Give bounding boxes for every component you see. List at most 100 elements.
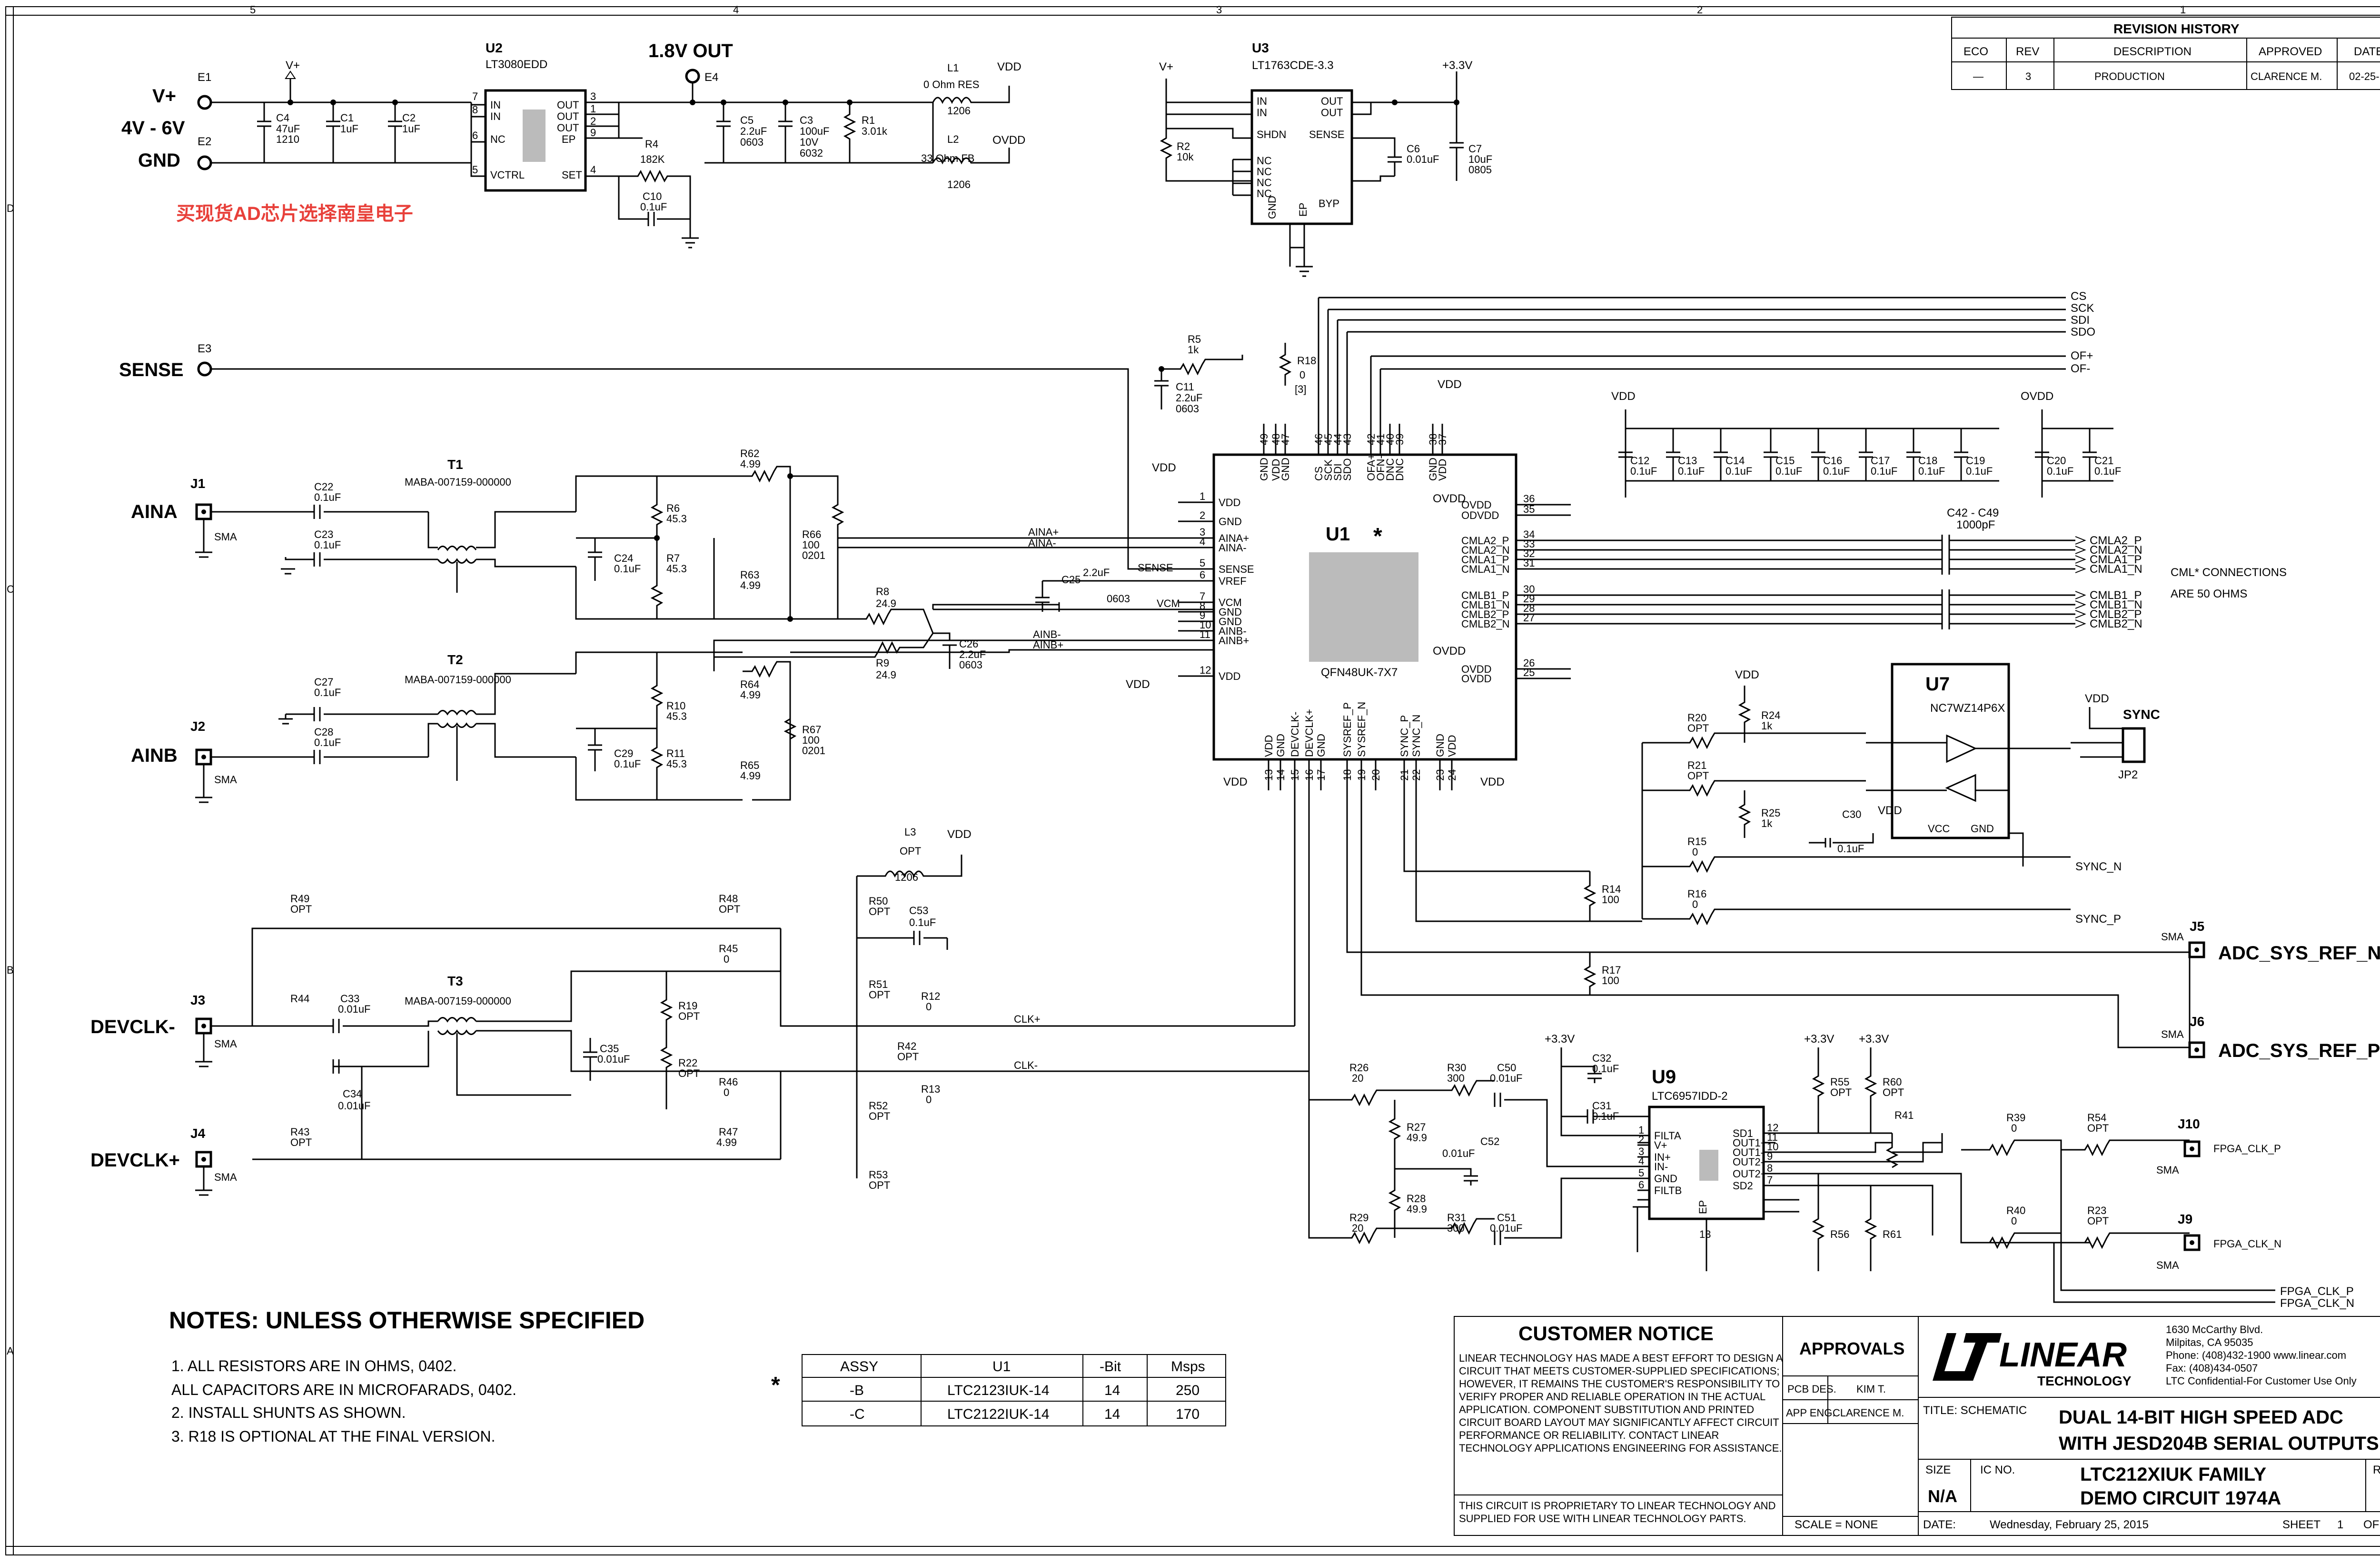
svg-text:R7: R7: [666, 552, 680, 564]
svg-text:IN: IN: [1257, 95, 1267, 107]
svg-text:R6: R6: [666, 502, 680, 514]
ac-coupling-cap: [1923, 599, 2075, 610]
svg-text:+3.3V: +3.3V: [1545, 1033, 1575, 1046]
u9-pin-name: V+: [1654, 1139, 1667, 1151]
svg-text:R22: R22: [678, 1057, 697, 1069]
j6-ref: J6: [2190, 1014, 2204, 1029]
svg-text:4.99: 4.99: [740, 458, 761, 470]
svg-text:SMA: SMA: [214, 1171, 237, 1183]
cml-net-label: CMLA1_N: [2090, 563, 2142, 576]
u1-pin-name: DEVCLK-: [1289, 712, 1301, 757]
svg-text:300: 300: [1447, 1222, 1465, 1234]
svg-text:[3]: [3]: [1295, 383, 1306, 395]
svg-text:0201: 0201: [802, 745, 825, 757]
decoupling-capacitor: [1811, 428, 1825, 481]
rev-eco: —: [1973, 70, 1983, 82]
net-sck: SCK: [2071, 302, 2094, 315]
u9-pin-name: OUT1-: [1733, 1146, 1764, 1158]
svg-text:1k: 1k: [1188, 344, 1199, 356]
u1-pin-name: GND: [1434, 734, 1446, 757]
drawing-title-2: WITH JESD204B SERIAL OUTPUTS: [2059, 1433, 2379, 1454]
svg-text:+3.3V: +3.3V: [1804, 1033, 1834, 1046]
svg-text:C53: C53: [909, 905, 928, 916]
svg-text:TECHNOLOGY: TECHNOLOGY: [2037, 1374, 2132, 1388]
svg-text:E4: E4: [704, 71, 718, 84]
u1-pin-name: VDD: [1219, 497, 1240, 508]
svg-text:R29: R29: [1349, 1212, 1368, 1224]
svg-text:4.99: 4.99: [740, 689, 761, 701]
svg-text:9: 9: [590, 127, 596, 139]
svg-text:R21: R21: [1687, 759, 1706, 771]
decoupling-capacitor: [1764, 428, 1778, 481]
svg-text:SIZE: SIZE: [1925, 1464, 1951, 1476]
svg-text:R10: R10: [666, 700, 685, 712]
svg-text:0: 0: [1692, 898, 1698, 910]
svg-text:2.2uF: 2.2uF: [959, 648, 986, 660]
u1-pin-number: 40: [1384, 434, 1396, 445]
svg-text:R12: R12: [921, 990, 940, 1002]
svg-text:R26: R26: [1349, 1062, 1368, 1074]
svg-text:R19: R19: [678, 1000, 697, 1012]
u1-pin-name: CMLB2_N: [1461, 618, 1509, 630]
u1-pin-number: 20: [1370, 769, 1382, 781]
j4-ref: J4: [190, 1126, 206, 1141]
u1-pin-number: 28: [1523, 602, 1535, 614]
svg-text:OPT: OPT: [2087, 1122, 2109, 1134]
net-arrow: [2075, 536, 2086, 545]
u1-pin-number: 41: [1375, 434, 1387, 445]
svg-text:C35: C35: [600, 1043, 619, 1055]
svg-text:GND: GND: [1971, 823, 1994, 835]
u1-pin-name: CMLA2_P: [1461, 535, 1509, 547]
svg-text:MABA-007159-000000: MABA-007159-000000: [405, 476, 511, 488]
capacitor-value: 0.1uF: [1630, 465, 1657, 477]
rev-header-desc: DESCRIPTION: [2113, 45, 2192, 58]
devclk-minus-label: DEVCLK-: [90, 1016, 175, 1037]
svg-text:OPT: OPT: [900, 845, 921, 857]
svg-text:R52: R52: [869, 1100, 888, 1112]
svg-text:EP: EP: [1297, 203, 1309, 217]
decoupling-capacitor: [2035, 428, 2049, 481]
svg-text:2: 2: [590, 115, 596, 127]
ac-coupling-cap: [1923, 544, 2075, 556]
u1-pin-number: 5: [1200, 557, 1205, 569]
svg-text:1k: 1k: [1761, 720, 1773, 732]
svg-text:LINEAR TECHNOLOGY HAS MADE A B: LINEAR TECHNOLOGY HAS MADE A BEST EFFORT…: [1459, 1352, 1783, 1364]
u9-pin-number: 1: [1638, 1124, 1644, 1136]
svg-text:R63: R63: [740, 569, 759, 581]
svg-text:R67: R67: [802, 724, 821, 736]
svg-text:V+: V+: [1159, 60, 1173, 73]
u1-pin-name: AINB+: [1219, 635, 1249, 647]
u1-ref: U1: [1326, 524, 1350, 545]
rev-header-eco: ECO: [1964, 45, 1988, 58]
svg-text:1uF: 1uF: [402, 123, 420, 135]
svg-text:EP: EP: [1697, 1200, 1709, 1214]
u1-pin-number: 23: [1434, 769, 1446, 781]
svg-text:0.1uF: 0.1uF: [314, 737, 341, 748]
svg-text:C34: C34: [343, 1088, 362, 1100]
svg-text:C50: C50: [1497, 1062, 1516, 1074]
net-clk-plus: CLK+: [1014, 1013, 1041, 1025]
svg-text:0.1uF: 0.1uF: [314, 539, 341, 551]
ac-coupling-cap: [1923, 563, 2075, 575]
decoupling-capacitor: [2082, 428, 2097, 481]
svg-text:0: 0: [1299, 369, 1305, 381]
svg-text:10k: 10k: [1177, 151, 1194, 163]
svg-text:0.01uF: 0.01uF: [1442, 1147, 1475, 1159]
u1-pin-number: 42: [1365, 434, 1377, 445]
svg-text:R16: R16: [1687, 888, 1706, 900]
svg-text:100uF: 100uF: [800, 125, 829, 137]
svg-text:C22: C22: [314, 481, 333, 493]
assy-star: *: [771, 1373, 780, 1398]
svg-text:R60: R60: [1883, 1076, 1902, 1088]
svg-text:8: 8: [472, 104, 478, 116]
frame-col-1: 1: [2180, 4, 2186, 16]
e2-label: E2: [198, 135, 211, 148]
u1-pin-number: 47: [1279, 434, 1291, 445]
svg-text:OPT: OPT: [1830, 1086, 1852, 1098]
svg-text:C4: C4: [276, 112, 289, 124]
svg-text:OUT: OUT: [557, 110, 579, 122]
svg-text:1: 1: [590, 103, 596, 115]
u3-ref: U3: [1252, 40, 1269, 55]
